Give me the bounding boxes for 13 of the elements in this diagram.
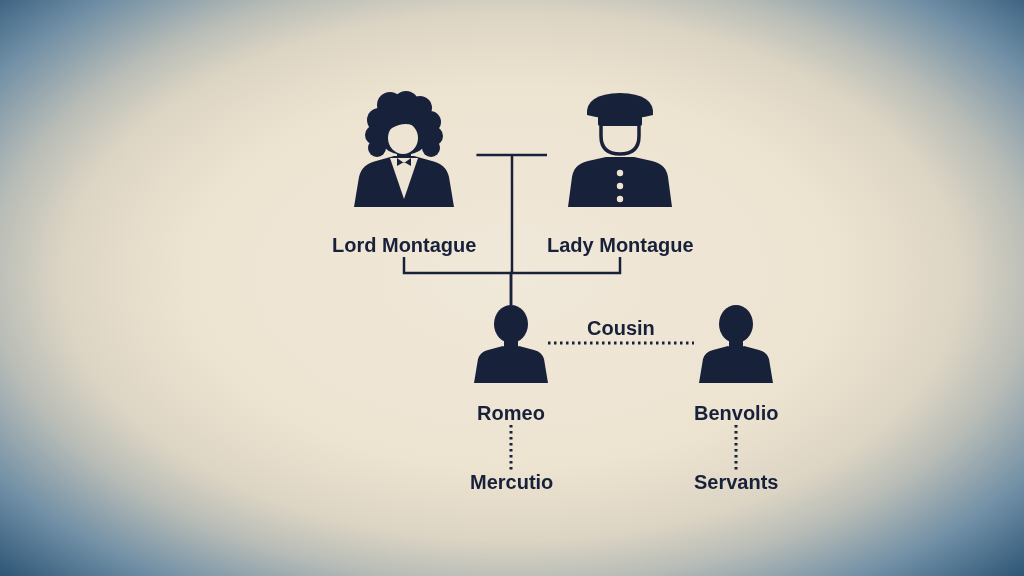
person-name: Romeo: [477, 401, 545, 425]
dotted-connector: [548, 341, 694, 345]
connector-line: [509, 257, 622, 305]
edge-label: Cousin: [586, 316, 656, 340]
person-name: Servants: [694, 470, 779, 494]
person-name: Lord Montague: [332, 233, 477, 257]
connector-line: [510, 155, 514, 273]
person-name: Lady Montague: [547, 233, 694, 257]
connector-line: [476, 153, 547, 157]
dotted-connector: [734, 425, 738, 470]
dotted-connector: [509, 425, 513, 470]
person-name: Mercutio: [470, 470, 554, 494]
person-name: Benvolio: [694, 401, 779, 425]
